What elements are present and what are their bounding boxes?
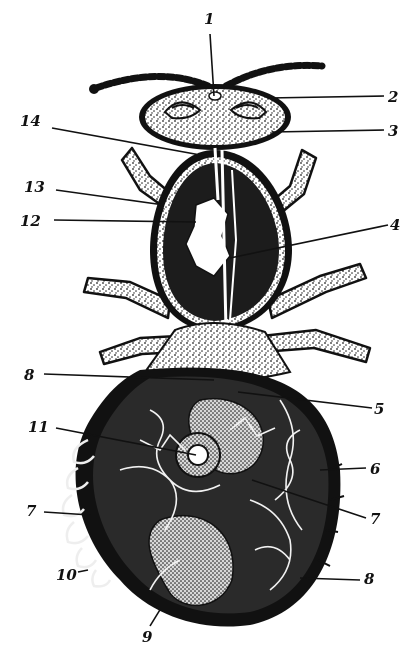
head xyxy=(139,84,291,150)
label-3: 3 xyxy=(388,122,398,140)
label-6: 6 xyxy=(370,460,381,478)
label-4: 4 xyxy=(390,216,400,234)
label-9: 9 xyxy=(142,628,153,646)
label-2: 2 xyxy=(387,88,398,106)
label-14: 14 xyxy=(20,112,41,130)
label-13: 13 xyxy=(24,178,45,196)
right-antenna xyxy=(226,65,322,86)
label-8-right: 8 xyxy=(364,570,375,588)
label-8-left: 8 xyxy=(24,366,35,384)
thorax xyxy=(150,148,292,332)
label-7-right: 7 xyxy=(370,510,381,528)
label-1: 1 xyxy=(204,10,214,28)
label-12: 12 xyxy=(20,212,41,230)
label-7-left: 7 xyxy=(26,502,37,520)
label-5: 5 xyxy=(374,400,384,418)
label-10: 10 xyxy=(56,566,77,584)
label-11: 11 xyxy=(28,418,49,436)
